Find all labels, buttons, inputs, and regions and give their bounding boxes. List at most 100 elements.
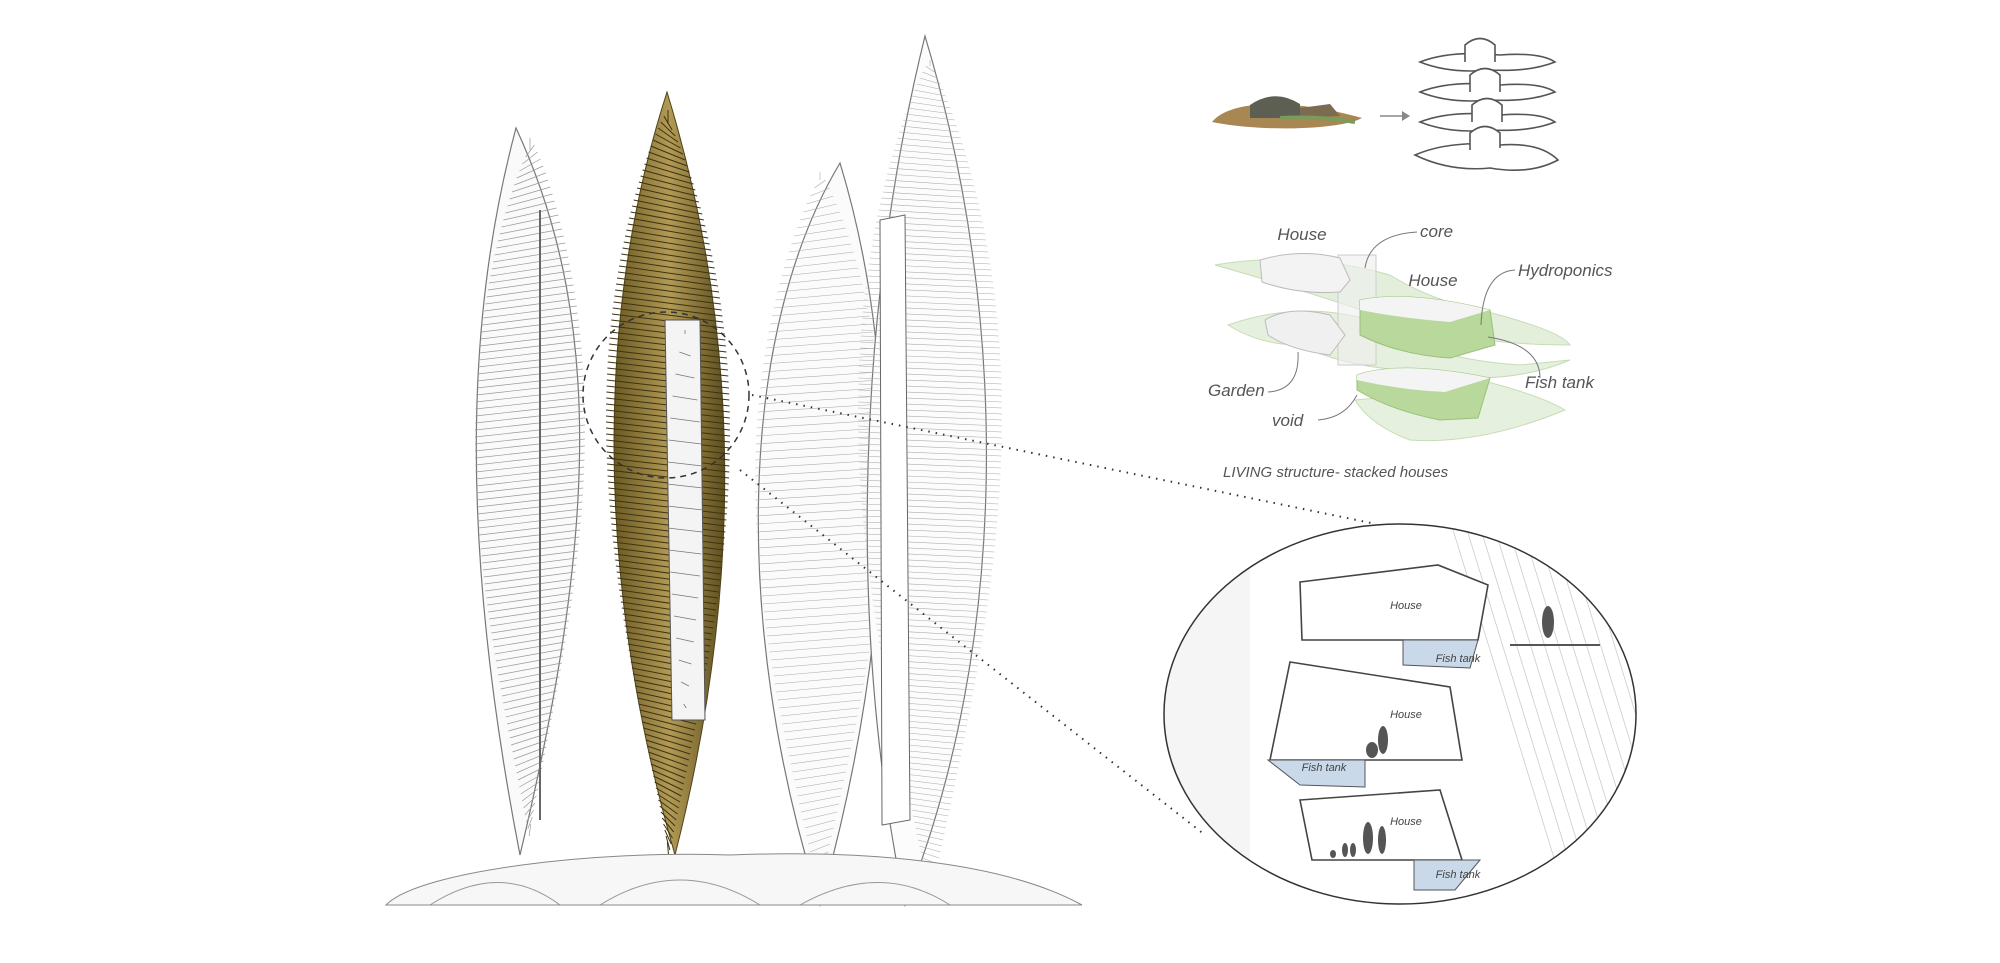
hatch-line [611, 523, 725, 539]
hatch-line [521, 788, 539, 802]
people-silhouettes [1330, 606, 1554, 858]
hatch-line [878, 209, 982, 217]
hatch-line [915, 827, 945, 835]
hatch-line [475, 438, 585, 452]
hatch-line [917, 839, 943, 847]
hatch-line [756, 531, 884, 541]
hatch-line [475, 445, 585, 459]
hatch-line [479, 333, 581, 347]
hatch-line [524, 802, 536, 816]
hatch-line [814, 179, 826, 189]
hatch-line [482, 312, 578, 326]
hatch-line [476, 480, 584, 494]
label-void: void [1272, 411, 1304, 430]
hatch-line [483, 564, 577, 578]
hatch-line [893, 149, 967, 157]
hatch-line [478, 347, 582, 361]
hatch-line [808, 835, 832, 845]
hatch-line [801, 803, 839, 813]
hatch-line [786, 251, 854, 261]
hatch-line [779, 699, 861, 709]
hatch-line [476, 375, 584, 389]
hatch-line [527, 816, 533, 830]
hatch-line [758, 395, 882, 405]
hatch-line [777, 283, 863, 293]
hatch-line [1688, 520, 1808, 910]
hatch-line [476, 382, 584, 396]
hatch-line [779, 275, 861, 285]
hatch-line [793, 771, 847, 781]
hatch-line [1674, 520, 1794, 910]
hatch-line [675, 373, 695, 379]
hatch-line [757, 539, 883, 549]
hatch-line [774, 675, 866, 685]
hatch-line [516, 760, 544, 774]
hatch-line [645, 739, 691, 755]
hatch-line [754, 475, 886, 485]
hatch-line [482, 550, 578, 564]
hatch-line [759, 387, 881, 397]
hatch-line [755, 483, 885, 493]
hatch-line [678, 659, 692, 665]
hatch-line [764, 347, 876, 357]
hatch-line [794, 227, 846, 237]
hatch-line [475, 403, 585, 417]
hatch-line [799, 211, 841, 221]
hatch-line [475, 389, 585, 403]
hatch-line [655, 133, 681, 149]
hatch-line [496, 235, 564, 249]
hatch-line [881, 197, 979, 205]
hatch-line [635, 193, 701, 209]
hatch-line [482, 557, 578, 571]
hatch-line [481, 543, 579, 557]
hatch-line [796, 219, 844, 229]
hatch-line [770, 651, 870, 661]
hatch-line [919, 845, 941, 853]
hatch-line [613, 547, 723, 563]
hatch-line [792, 763, 848, 773]
tower-1 [474, 126, 586, 856]
hatch-line [670, 417, 700, 423]
hatch-line [479, 340, 581, 354]
hatch-line [683, 703, 687, 709]
hatch-line [762, 595, 878, 605]
hatch-line [649, 757, 687, 773]
hatch-line [475, 466, 585, 480]
hatch-line [490, 263, 570, 277]
hatch-line [477, 494, 583, 508]
hatch-line [909, 101, 951, 109]
hatch-line [648, 151, 688, 167]
hatch-line [891, 155, 969, 163]
hatch-line [650, 145, 686, 161]
label-house-right: House [1408, 271, 1457, 290]
site-photo [1212, 96, 1362, 129]
hatch-line [620, 259, 716, 275]
hatch-line [903, 773, 957, 781]
label-house-3: House [1390, 816, 1422, 828]
hatch-line [671, 593, 699, 599]
hatch-line [755, 491, 885, 501]
hatch-line [879, 203, 981, 211]
hatch-line [612, 535, 724, 551]
hatch-line [646, 157, 690, 173]
hatch-line [494, 641, 566, 655]
hatch-line [806, 195, 834, 205]
hatch-line [664, 829, 672, 845]
hatch-line [761, 371, 879, 381]
hatch-line [478, 515, 582, 529]
hatch-line [663, 115, 673, 131]
tower-2-gold [605, 90, 731, 857]
hatch-line [516, 165, 544, 179]
hatch-line [627, 223, 709, 239]
hatch-line [622, 247, 714, 263]
hatch-line [783, 259, 857, 269]
hatch-line [479, 522, 581, 536]
hatch-line [654, 781, 682, 797]
hatch-line [475, 459, 585, 473]
hatch-line [1547, 524, 1636, 904]
hatch-line [660, 121, 676, 137]
hatch-line [480, 536, 580, 550]
hatch-line [612, 307, 724, 323]
hatch-line [771, 307, 869, 317]
hatch-line [802, 811, 838, 821]
